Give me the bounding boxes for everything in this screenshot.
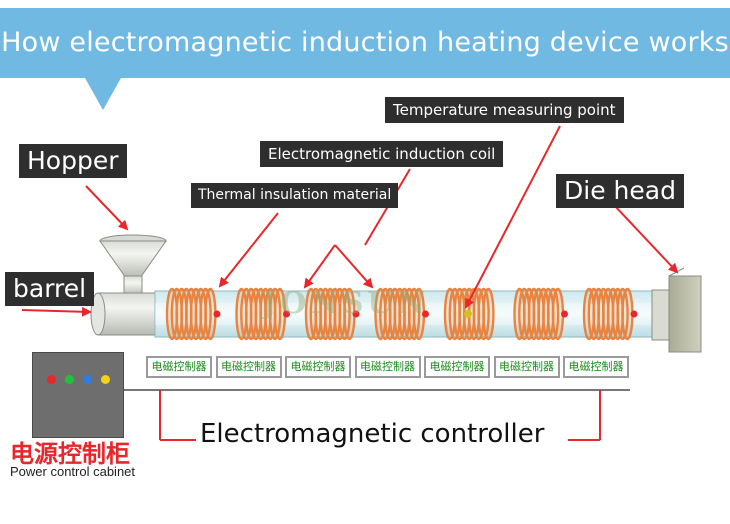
temperature-point-3 xyxy=(352,310,360,318)
temperature-point-2 xyxy=(283,310,290,318)
blue-led-icon xyxy=(83,375,92,384)
thermal-insulation-label: Thermal insulation material xyxy=(191,183,399,208)
barrel-label: barrel xyxy=(5,272,95,306)
feed-pipe xyxy=(90,292,163,336)
temperature-point-4 xyxy=(422,310,429,318)
barrel-arrow xyxy=(21,306,92,317)
induction-coils xyxy=(165,287,634,341)
coil-3 xyxy=(304,287,356,341)
induction-coil-label: Electromagnetic induction coil xyxy=(260,141,504,167)
coil-7 xyxy=(582,287,634,341)
coil-arrow-right xyxy=(334,244,374,289)
coil-arrow-left xyxy=(303,244,336,289)
coil-6 xyxy=(513,287,565,341)
power-control-cabinet xyxy=(32,352,124,438)
controller-box-4: 电磁控制器 xyxy=(354,356,421,378)
die-head-label: Die head xyxy=(556,174,684,208)
controller-box-6: 电磁控制器 xyxy=(493,356,560,378)
page-title: How electromagnetic induction heating de… xyxy=(1,27,729,58)
title-banner: How electromagnetic induction heating de… xyxy=(0,8,730,78)
hopper-arrow xyxy=(85,185,129,231)
controller-box-7: 电磁控制器 xyxy=(563,356,629,378)
insulation-arrow xyxy=(218,212,279,288)
controller-box-3: 电磁控制器 xyxy=(285,356,351,378)
die-head-shape xyxy=(651,267,702,353)
hopper-shape xyxy=(99,234,167,297)
temperature-point-5 xyxy=(464,310,472,318)
controller-box-1: 电磁控制器 xyxy=(146,356,212,378)
yellow-led-icon xyxy=(101,375,110,384)
temperature-point-1 xyxy=(213,310,221,318)
coil-1 xyxy=(165,287,217,341)
temperature-arrow xyxy=(465,125,561,309)
cabinet-label-cn: 电源控制柜 xyxy=(10,440,130,468)
controller-wiring xyxy=(124,389,630,441)
coil-2 xyxy=(235,287,287,341)
red-led-icon xyxy=(47,375,56,384)
watermark: JONSUN xyxy=(262,286,429,321)
temperature-point-7 xyxy=(630,310,638,318)
controller-box-5: 电磁控制器 xyxy=(424,356,490,378)
controller-box-2: 电磁控制器 xyxy=(215,356,282,378)
temperature-point-label: Temperature measuring point xyxy=(385,97,624,123)
controller-label: Electromagnetic controller xyxy=(200,419,545,449)
temperature-point-6 xyxy=(561,310,568,318)
green-led-icon xyxy=(65,375,74,384)
temperature-points xyxy=(213,310,638,318)
die-head-arrow xyxy=(613,204,679,274)
banner-pointer xyxy=(85,78,121,110)
cabinet-label-en: Power control cabinet xyxy=(10,464,136,479)
hopper-label: Hopper xyxy=(19,144,127,178)
